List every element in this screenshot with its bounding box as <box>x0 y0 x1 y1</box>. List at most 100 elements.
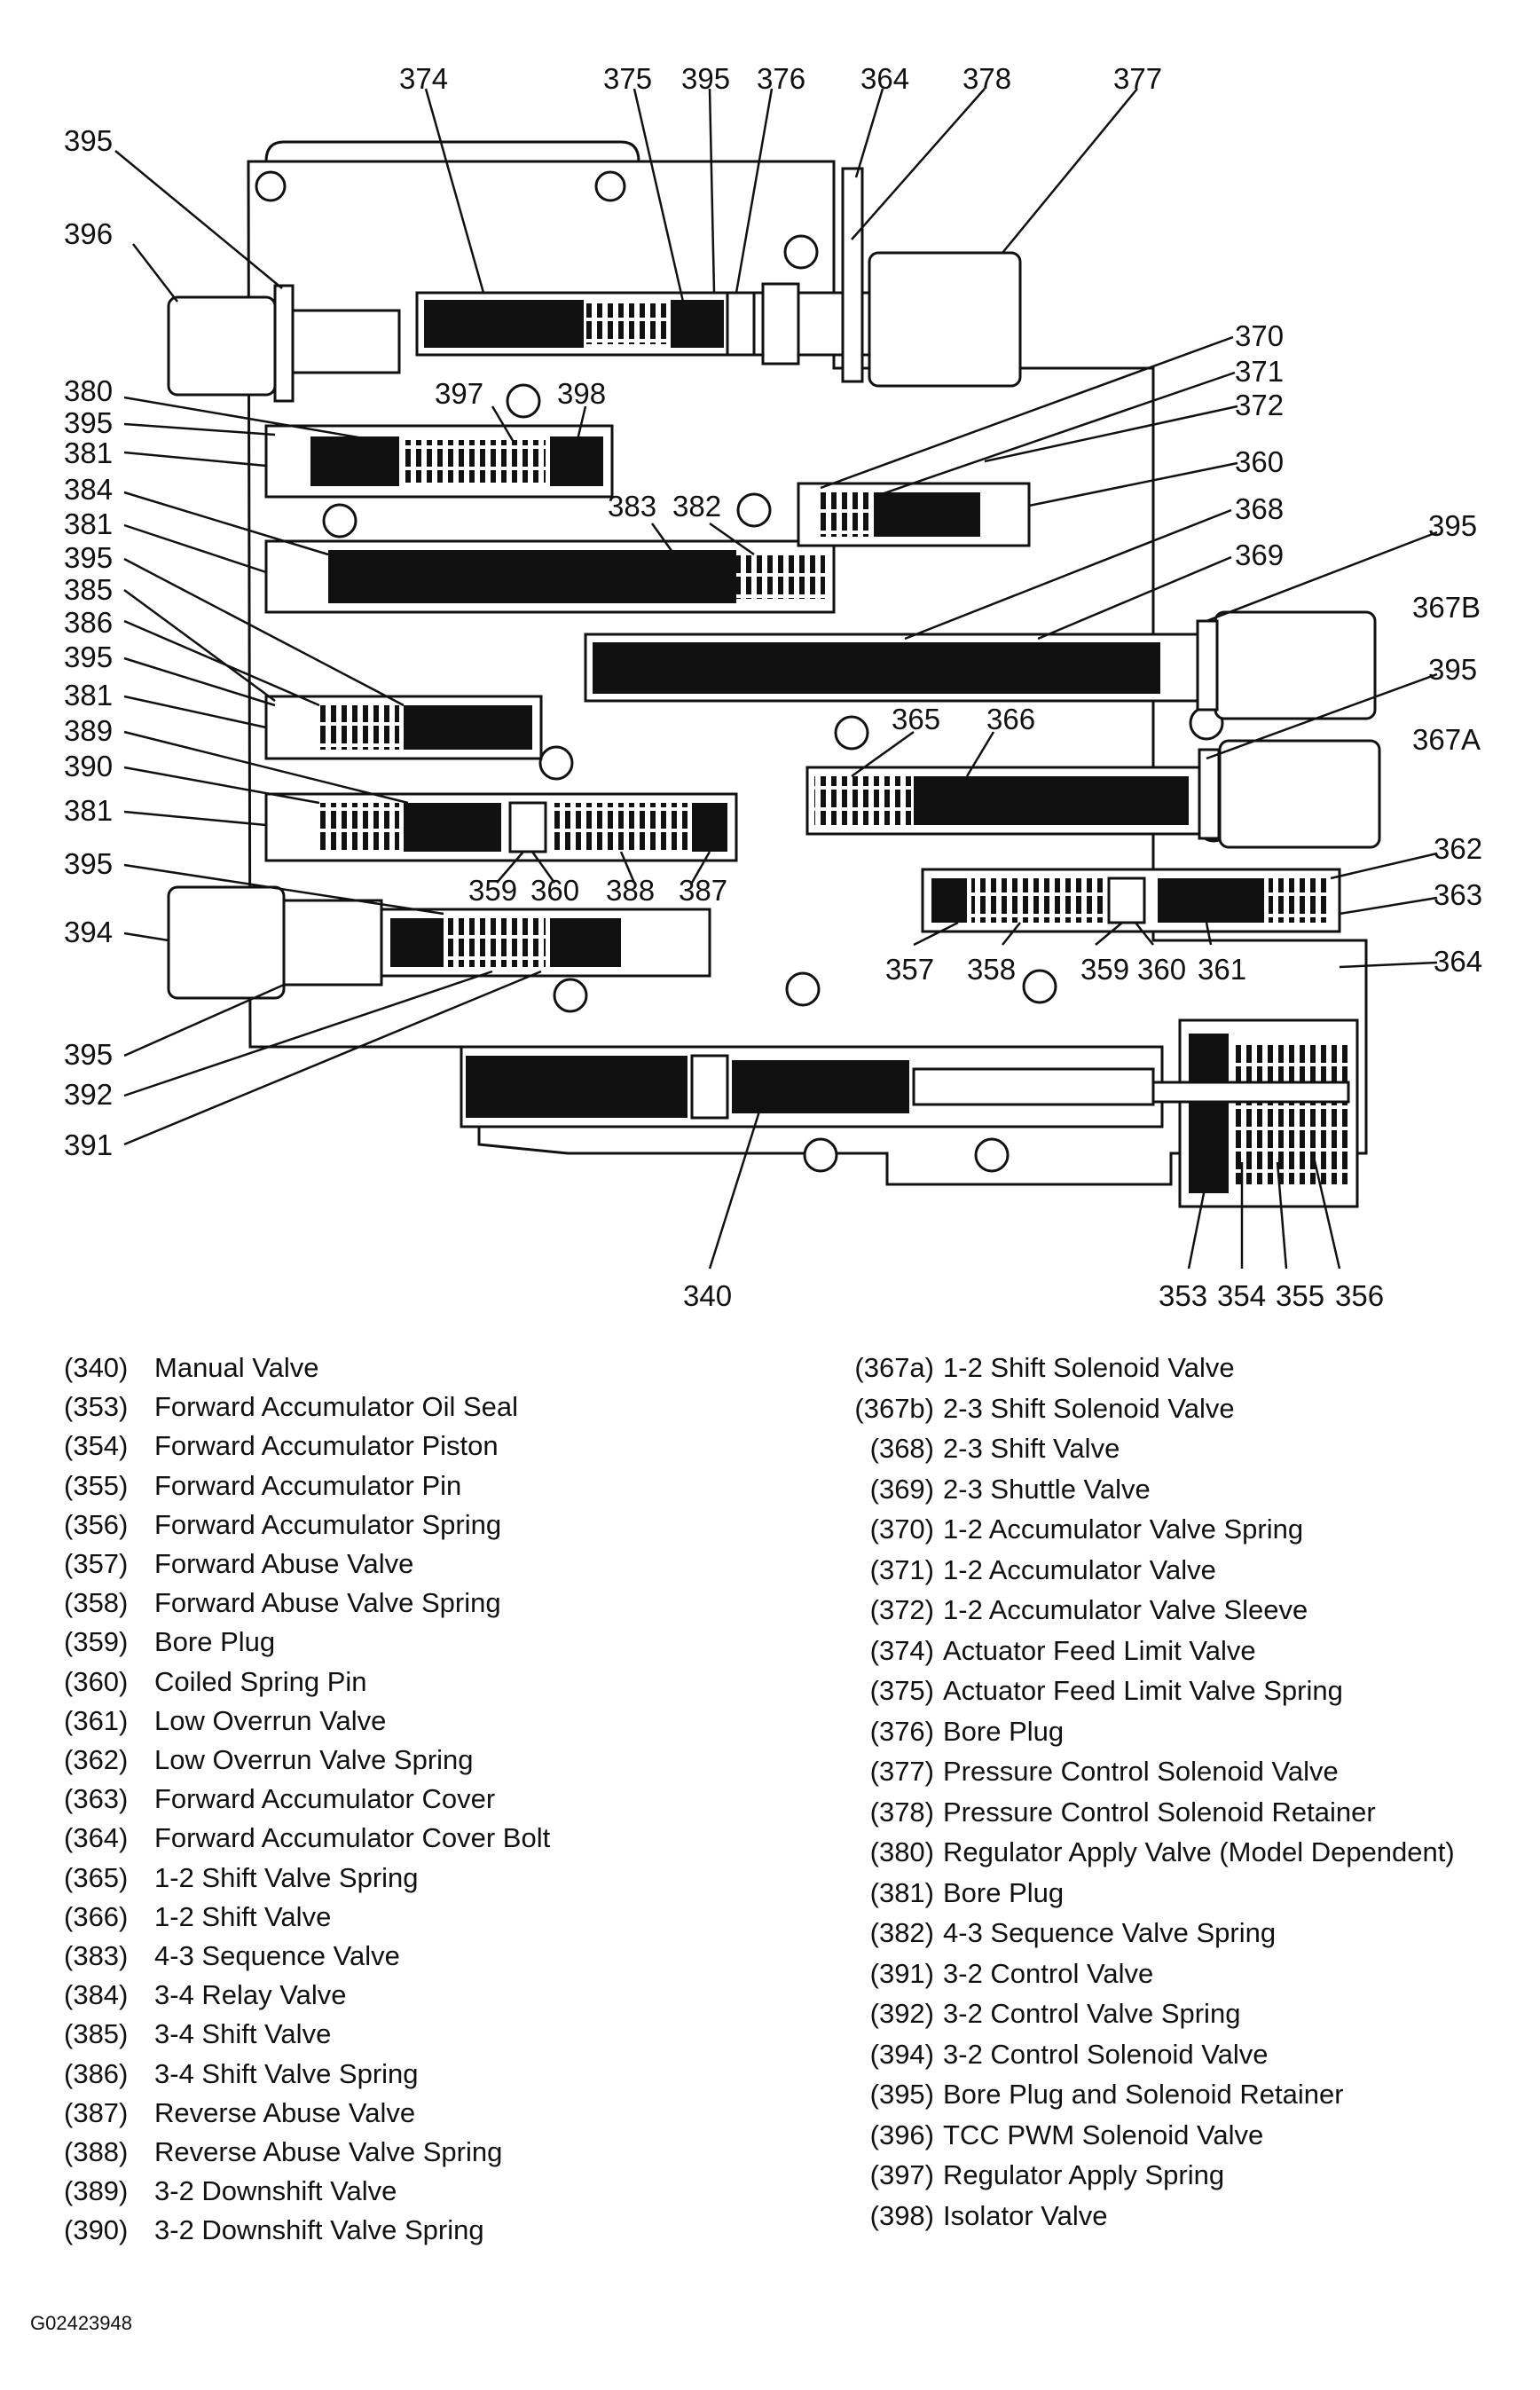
legend-description: Forward Accumulator Oil Seal <box>154 1391 519 1423</box>
legend-number: (357) <box>64 1548 129 1579</box>
callout-395: 395 <box>64 641 113 673</box>
legend-description: Regulator Apply Spring <box>943 2159 1225 2190</box>
legend-number: (364) <box>64 1822 129 1854</box>
forward-accumulator <box>1151 1018 1359 1208</box>
callout-353: 353 <box>1159 1279 1207 1312</box>
downshift-reverse-abuse-valve <box>264 792 738 862</box>
callout-355: 355 <box>1276 1279 1324 1312</box>
legend-description: 1-2 Shift Valve Spring <box>154 1861 419 1893</box>
callout-363: 363 <box>1434 878 1482 911</box>
pressure-control-solenoid <box>841 167 1022 388</box>
accumulator-valve <box>797 482 1031 547</box>
callout-381: 381 <box>64 794 113 827</box>
callout-371: 371 <box>1235 355 1284 388</box>
legend-number: (371) <box>869 1553 934 1585</box>
callout-395: 395 <box>64 541 113 574</box>
callout-395: 395 <box>64 847 113 880</box>
regulator-apply-valve <box>264 424 614 499</box>
callout-labels: 374 375 395 376 364 378 377 395 396 380 … <box>64 62 1482 1312</box>
legend-description: Forward Abuse Valve <box>154 1548 414 1579</box>
callout-360: 360 <box>1137 953 1186 986</box>
legend-number: (374) <box>869 1634 934 1666</box>
legend-number: (356) <box>64 1508 129 1540</box>
legend-number: (377) <box>869 1756 934 1787</box>
callout-370: 370 <box>1235 319 1284 352</box>
legend-left-column: (340)Manual Valve(353)Forward Accumulato… <box>64 1348 791 2253</box>
callout-391: 391 <box>64 1128 113 1161</box>
callout-378: 378 <box>962 62 1011 95</box>
legend-description: Forward Abuse Valve Spring <box>154 1587 501 1619</box>
legend-number: (375) <box>869 1675 934 1706</box>
callout-386: 386 <box>64 606 113 639</box>
forward-abuse-low-overrun-valve <box>921 868 1341 933</box>
callout-384: 384 <box>64 473 113 506</box>
legend-description: 4-3 Sequence Valve Spring <box>943 1917 1277 1948</box>
callout-356: 356 <box>1335 1279 1384 1312</box>
tcc-pwm-solenoid <box>167 284 401 403</box>
legend-number: (367a) <box>854 1352 934 1383</box>
legend-description: Bore Plug <box>943 1876 1065 1908</box>
callout-364: 364 <box>860 62 909 95</box>
legend-description: Forward Accumulator Pin <box>154 1469 462 1501</box>
callout-367a: 367A <box>1412 723 1481 756</box>
legend-number: (387) <box>64 2096 129 2128</box>
legend-description: Reverse Abuse Valve <box>154 2096 416 2128</box>
callout-359: 359 <box>1080 953 1129 986</box>
callout-394: 394 <box>64 916 113 948</box>
callout-397: 397 <box>435 377 483 410</box>
legend-number: (359) <box>64 1626 129 1658</box>
callout-361: 361 <box>1198 953 1246 986</box>
legend-description: Isolator Valve <box>943 2199 1108 2231</box>
legend-number: (376) <box>869 1715 934 1747</box>
legend-number: (363) <box>64 1783 129 1815</box>
callout-387: 387 <box>679 874 727 907</box>
shift-valve-2-3 <box>584 610 1377 720</box>
valve-body-diagram: 374 375 395 376 364 378 377 395 396 380 … <box>64 62 1482 1312</box>
legend-number: (381) <box>869 1876 934 1908</box>
callout-382: 382 <box>672 490 721 523</box>
legend-number: (392) <box>869 1998 934 2029</box>
legend-number: (369) <box>869 1473 934 1505</box>
legend-number: (390) <box>64 2214 129 2246</box>
legend-description: Reverse Abuse Valve Spring <box>154 2136 503 2167</box>
callout-375: 375 <box>603 62 652 95</box>
manual-valve <box>460 1045 1164 1128</box>
legend-description: 1-2 Accumulator Valve Spring <box>943 1513 1304 1545</box>
callout-395: 395 <box>1428 509 1477 542</box>
legend-description: 1-2 Shift Valve <box>154 1900 332 1932</box>
legend-description: Forward Accumulator Cover <box>154 1783 496 1815</box>
callout-381: 381 <box>64 679 113 711</box>
callout-357: 357 <box>885 953 934 986</box>
legend-description: Low Overrun Valve Spring <box>154 1744 474 1775</box>
callout-366: 366 <box>986 703 1035 735</box>
callout-374: 374 <box>399 62 448 95</box>
legend-description: Pressure Control Solenoid Retainer <box>943 1796 1376 1828</box>
legend-description: Forward Accumulator Cover Bolt <box>154 1822 551 1854</box>
legend-number: (360) <box>64 1665 129 1697</box>
legend-number: (368) <box>869 1433 934 1464</box>
legend-description: 3-2 Control Solenoid Valve <box>943 2038 1269 2070</box>
legend-description: 3-2 Control Valve <box>943 1957 1154 1989</box>
legend-description: 1-2 Accumulator Valve Sleeve <box>943 1594 1308 1625</box>
relay-sequence-valve <box>264 539 836 614</box>
legend-description: Regulator Apply Valve (Model Dependent) <box>943 1836 1455 1867</box>
legend-number: (361) <box>64 1704 129 1736</box>
legend-number: (353) <box>64 1391 129 1423</box>
legend-description: 3-4 Relay Valve <box>154 1979 347 2011</box>
callout-377: 377 <box>1113 62 1162 95</box>
legend-description: 2-3 Shift Valve <box>943 1433 1120 1464</box>
actuator-feed-limit-valve <box>415 282 907 366</box>
legend-description: 1-2 Accumulator Valve <box>943 1553 1216 1585</box>
callout-340: 340 <box>683 1279 732 1312</box>
legend-number: (394) <box>869 2038 934 2070</box>
legend-number: (384) <box>64 1979 129 2011</box>
callout-395: 395 <box>681 62 730 95</box>
legend-description: 1-2 Shift Solenoid Valve <box>943 1352 1235 1383</box>
legend-description: Bore Plug <box>154 1626 276 1658</box>
callout-358: 358 <box>967 953 1016 986</box>
legend-number: (358) <box>64 1587 129 1619</box>
bolt-holes <box>322 234 1231 1173</box>
legend-number: (355) <box>64 1469 129 1501</box>
shift-valve-1-2 <box>805 739 1381 849</box>
legend-number: (378) <box>869 1796 934 1828</box>
